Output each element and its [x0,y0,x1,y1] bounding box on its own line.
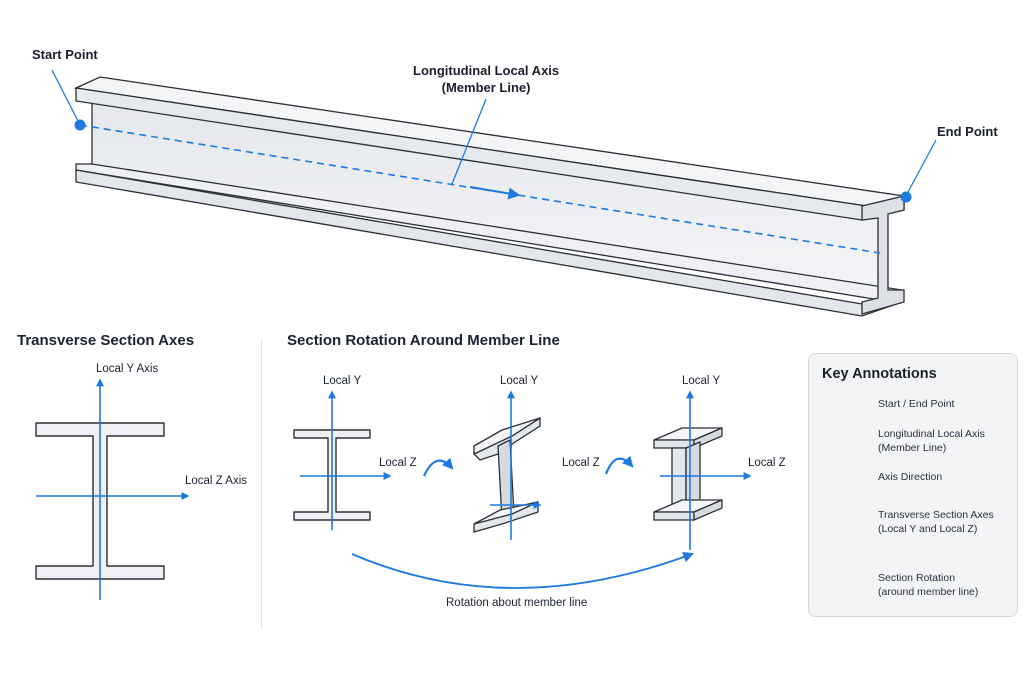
member-line [79,124,881,254]
rotation-z-label-2: Local Z [562,457,600,469]
key-item-longitudinal-axis: Longitudinal Local Axis (Member Line) [878,428,985,454]
key-item-section-rotation: Section Rotation (around member line) [878,572,979,598]
transverse-y-label: Local Y Axis [96,363,159,375]
start-leader [51,69,79,122]
longitudinal-axis-label: Longitudinal Local Axis (Member Line) [413,63,559,95]
key-item-transverse-axes: Transverse Section Axes (Local Y and Loc… [878,509,994,535]
end-point-label: End Point [937,124,998,139]
beam-bottom-flange-face [75,169,903,317]
rotation-section-1 [293,390,392,530]
end-leader [907,139,937,193]
key-title: Key Annotations [822,366,937,382]
rotation-y-label-1: Local Y [323,375,362,387]
rotation-heading: Section Rotation Around Member Line [287,332,560,349]
axis-direction-arrow [469,186,521,200]
transverse-heading: Transverse Section Axes [17,332,195,349]
transverse-z-label: Local Z Axis [185,475,247,487]
rotation-z-label-1: Local Z [379,457,417,469]
rotation-y-label-2: Local Y [500,375,539,387]
beam-end-section [861,195,905,315]
start-point-dot [74,119,86,131]
rotation-caption: Rotation about member line [446,597,588,609]
i-beam [73,76,907,317]
member-line-rotation-arc [351,551,695,589]
axis-leader [451,98,487,185]
longitudinal-axis-label-line1: Longitudinal Local Axis [413,63,560,78]
end-point-dot [900,191,912,203]
rotation-arrow-2 [604,455,634,475]
key-item-start-end: Start / End Point [878,398,955,410]
start-point-label: Start Point [32,47,98,62]
key-item-axis-direction: Axis Direction [878,471,943,483]
rotation-z-label-3: Local Z [748,457,786,469]
transverse-section [35,378,190,600]
rotation-arrow-1 [423,457,454,477]
rotation-section-3 [653,390,752,550]
rotation-section-2 [472,390,542,540]
key-annotations-panel: Key Annotations Start / End Point Longit… [808,353,1018,617]
section-divider [261,338,262,630]
rotation-y-label-3: Local Y [682,375,721,387]
longitudinal-axis-label-line2: (Member Line) [441,80,531,95]
